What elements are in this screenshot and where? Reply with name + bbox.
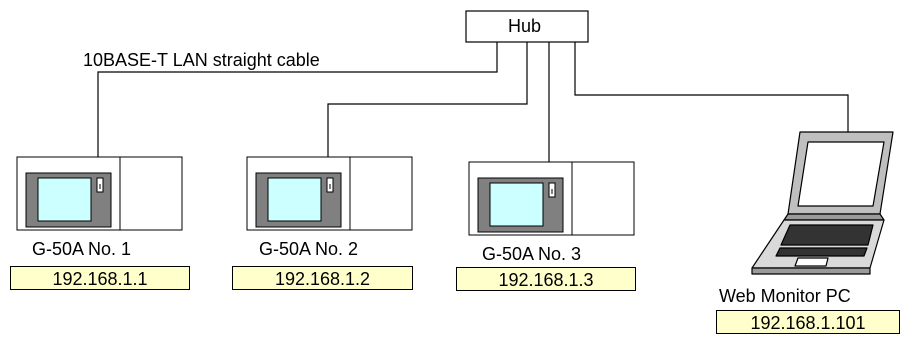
g50a-controller-1 [16,156,183,231]
g50a-controller-3 [468,161,635,236]
cable-line-hub-to-g50a-1 [97,42,498,157]
hub-box [465,10,589,43]
ip-address-g50a-2: 192.168.1.2 [232,266,413,290]
device-name-g50a-2: G-50A No. 2 [259,239,359,259]
ip-address-pc: 192.168.1.101 [716,310,900,334]
device-name-g50a-1: G-50A No. 1 [32,239,132,259]
pc-name: Web Monitor PC [719,286,851,306]
controller-screen [37,177,92,222]
cable-lines [97,42,849,162]
cable-line-hub-to-pc [574,42,849,135]
ip-address-g50a-1: 192.168.1.1 [10,266,190,290]
hub-label: Hub [508,16,542,36]
device-name-g50a-3: G-50A No. 3 [482,244,582,264]
cable-line-hub-to-g50a-2 [327,42,528,157]
ip-address-g50a-3: 192.168.1.3 [456,267,636,291]
laptop-icon [751,131,894,275]
cable-label: 10BASE-T LAN straight cable [83,50,320,70]
controller-screen [489,182,544,227]
controller-screen [267,177,322,222]
g50a-controller-2 [246,156,413,231]
